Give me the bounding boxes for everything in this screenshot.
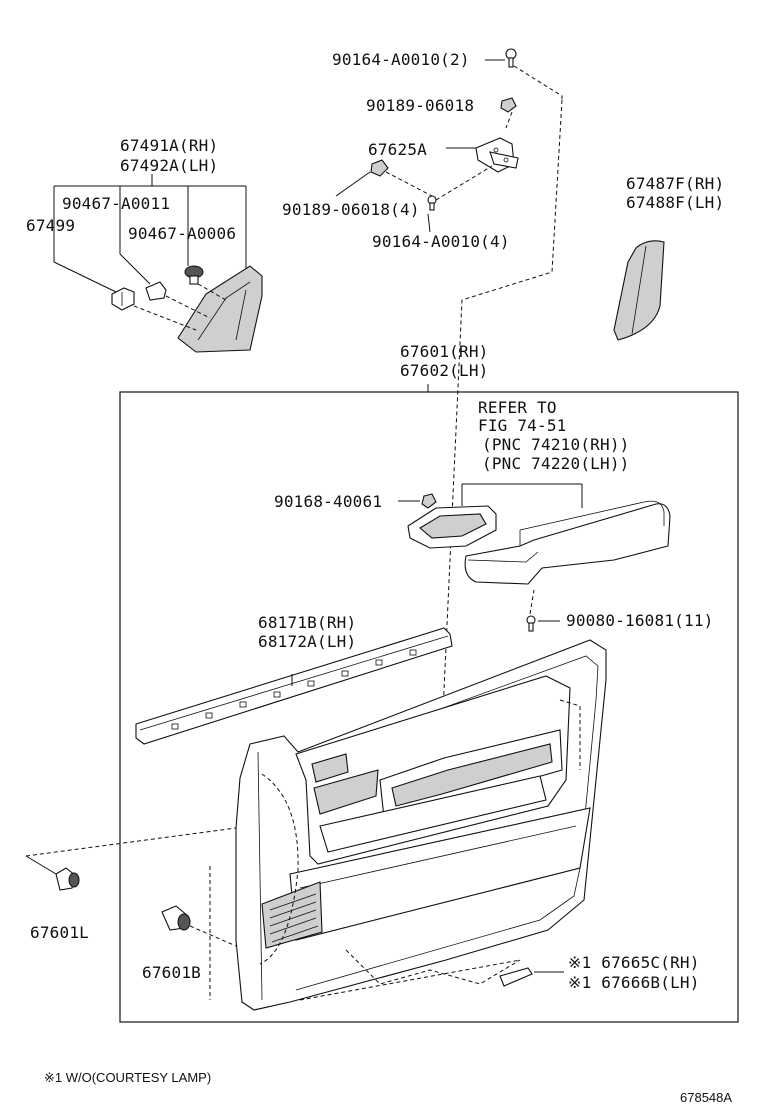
dashed-leader-mid-screw	[435, 165, 493, 201]
clip-90467-a0011	[145, 281, 167, 301]
label-nut-top: 90189-06018	[366, 96, 474, 115]
label-cover-665c: ※1 67665C(RH)	[568, 953, 700, 972]
leader-screw-mid	[427, 213, 431, 233]
nut-90189-mid	[370, 159, 389, 177]
label-cover-666b: ※1 67666B(LH)	[568, 973, 700, 992]
label-refer-3: (PNC 74210(RH))	[482, 435, 630, 454]
armrest-74210	[464, 500, 671, 585]
label-screw-top: 90164-A0010(2)	[332, 50, 470, 69]
dashed-leader-clip-67499	[133, 305, 197, 331]
label-weatherstrip-lh: 68172A(LH)	[258, 632, 356, 651]
label-cover-rh: 67491A(RH)	[120, 136, 218, 155]
label-refer-2: FIG 74-51	[478, 416, 567, 435]
nut-90168	[398, 493, 437, 509]
label-pad-rh: 67487F(RH)	[626, 174, 724, 193]
dashed-leader-top-nut	[505, 111, 513, 129]
dashed-leader-clip-67601l	[25, 827, 237, 857]
label-panel-rh: 67601(RH)	[400, 342, 489, 361]
label-nut-mid: 90189-06018(4)	[282, 200, 420, 219]
label-screw-16081: 90080-16081(11)	[566, 611, 714, 630]
bracket-lines-67491a	[53, 174, 247, 293]
label-clip-a0006: 90467-A0006	[128, 224, 236, 243]
dashed-leader-screw-90080	[529, 589, 535, 615]
dashed-leader-clip-a0006	[197, 283, 227, 301]
label-panel-lh: 67602(LH)	[400, 361, 489, 380]
screw-90164-top	[485, 48, 517, 68]
figure-code: 678548A	[680, 1090, 732, 1105]
nut-90189-top	[500, 97, 517, 113]
dashed-leader-mid-nut	[385, 171, 433, 197]
label-refer-4: (PNC 74220(LH))	[482, 454, 630, 473]
label-clip-67601b: 67601B	[142, 963, 201, 982]
clip-90467-a0006	[184, 265, 204, 285]
dashed-leader-clip-a0011	[165, 295, 211, 319]
label-screw-mid: 90164-A0010(4)	[372, 232, 510, 251]
dashed-leader-to-panel	[437, 99, 563, 821]
weatherstrip-68171b	[135, 627, 453, 745]
clip-67601b	[161, 905, 191, 931]
label-weatherstrip-rh: 68171B(RH)	[258, 613, 356, 632]
label-cover-lh: 67492A(LH)	[120, 156, 218, 175]
label-nut-40061: 90168-40061	[274, 492, 382, 511]
label-refer-1: REFER TO	[478, 398, 557, 417]
door-trim-assembly-frame	[119, 391, 739, 1023]
clip-67499	[111, 287, 135, 311]
label-clip-a0011: 90467-A0011	[62, 194, 170, 213]
dashed-leader-top-screw	[513, 65, 563, 100]
screw-90080	[526, 615, 560, 632]
leader-clip-67601l	[25, 855, 57, 875]
label-pad-lh: 67488F(LH)	[626, 193, 724, 212]
refer-bracket-lines	[461, 483, 583, 508]
dashed-leader-clip-67601b	[189, 925, 237, 947]
cover-67665c	[499, 967, 564, 987]
door-trim-panel-67601	[209, 639, 607, 1011]
clip-67601l	[55, 867, 80, 891]
screw-90164-mid	[427, 195, 437, 211]
leader-nut-mid	[335, 171, 371, 197]
footnote: ※1 W/O(COURTESY LAMP)	[44, 1070, 211, 1085]
cover-67491a	[177, 265, 263, 353]
label-clip-67499: 67499	[26, 216, 75, 235]
pad-67487f	[613, 240, 665, 341]
bracket-67625a	[446, 137, 519, 173]
label-bracket: 67625A	[368, 140, 427, 159]
inner-handle-bezel	[407, 505, 497, 549]
label-clip-67601l: 67601L	[30, 923, 89, 942]
